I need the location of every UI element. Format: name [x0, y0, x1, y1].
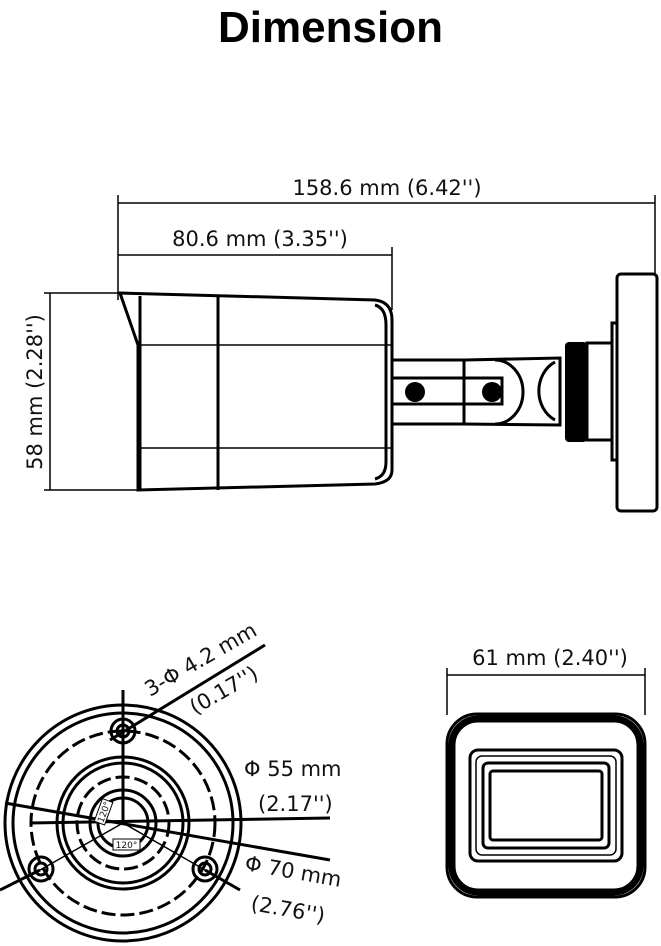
width-label: 61 mm (2.40''): [472, 646, 628, 670]
angle-label-bottom: 120°: [116, 841, 138, 851]
mount-hole-right: [191, 855, 219, 883]
camera-base-view: 120° 120° 3-Φ 4.2 mm (0.17'') Φ 55 mm (2…: [0, 618, 343, 943]
height-label: 58 mm (2.28''): [23, 314, 47, 470]
outer-diameter-label: Φ 70 mm: [243, 851, 343, 892]
total-length-label: 158.6 mm (6.42''): [292, 176, 481, 200]
mount-hole-top: [109, 717, 137, 745]
camera-front-view: 61 mm (2.40''): [445, 646, 647, 899]
total-length-dimension: 158.6 mm (6.42''): [117, 176, 656, 300]
camera-side-view: [117, 272, 659, 513]
inner-diameter-label: Φ 55 mm: [244, 757, 342, 781]
mount-hole-left: [27, 855, 55, 883]
height-dimension: 58 mm (2.28''): [23, 292, 140, 491]
inner-diameter-inch-label: (2.17''): [258, 792, 333, 816]
body-length-dimension: 80.6 mm (3.35''): [118, 227, 393, 310]
outer-diameter-inch-label: (2.76''): [249, 891, 327, 928]
page-title: Dimension: [218, 3, 443, 52]
body-length-label: 80.6 mm (3.35''): [172, 227, 348, 251]
